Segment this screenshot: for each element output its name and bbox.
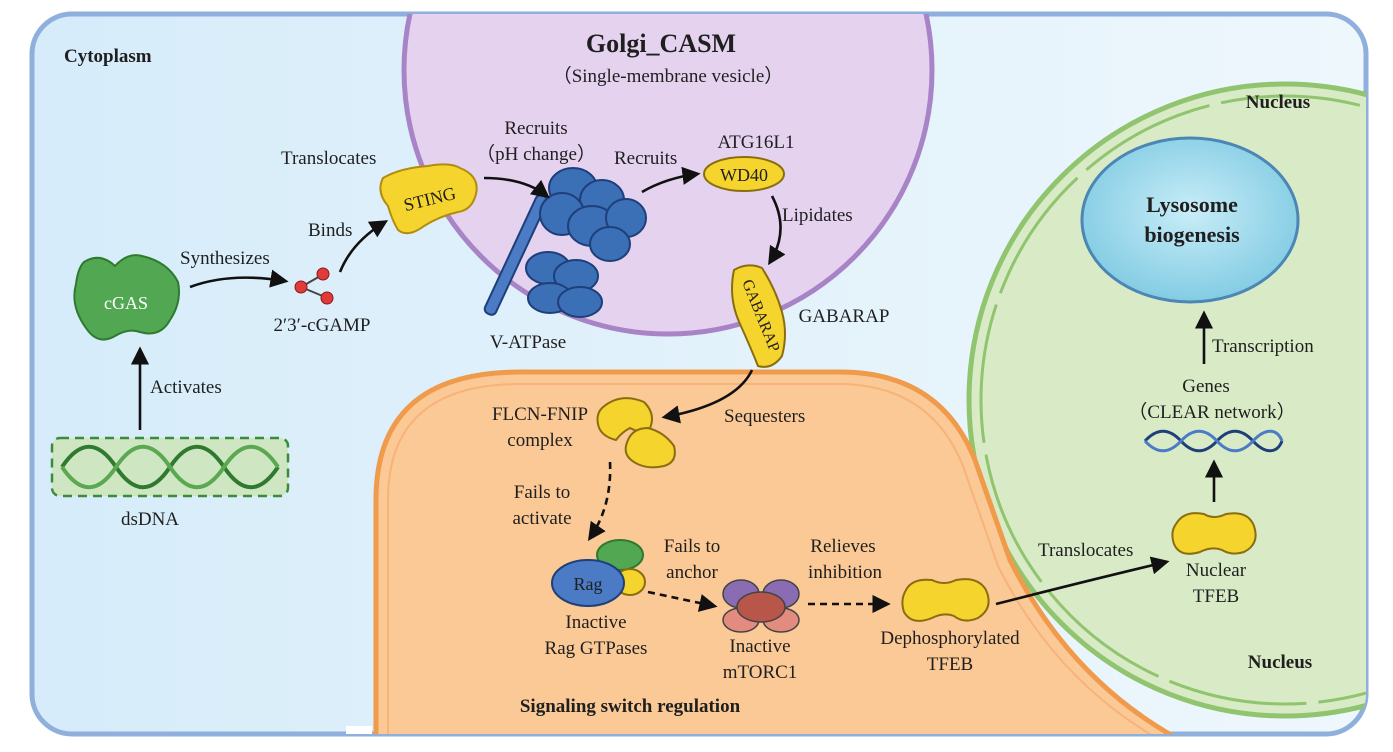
transcription-label: Transcription xyxy=(1212,336,1314,357)
vatpase-label: V-ATPase xyxy=(490,332,566,353)
mtorc1-label-line2: mTORC1 xyxy=(723,662,798,683)
arrow-sting-to-vatpase xyxy=(483,176,550,199)
signaling-region-inner xyxy=(387,383,1161,734)
rag-shape-label: Rag xyxy=(574,574,603,594)
tfeb-label-line2: TFEB xyxy=(927,654,973,675)
flcn-label-line2: complex xyxy=(507,430,573,451)
signaling-region xyxy=(373,369,1182,734)
rag-label-line1: Inactive xyxy=(565,612,626,633)
arrow-vatpase-to-atg16l1 xyxy=(641,166,701,194)
binds-label: Binds xyxy=(308,220,352,241)
synthesizes-label: Synthesizes xyxy=(180,248,270,269)
wd40-domain-icon xyxy=(703,156,785,192)
cytoplasm-label: Cytoplasm xyxy=(64,46,152,67)
nucleus-label-top: Nucleus xyxy=(1246,92,1310,113)
cgamp-label: 2′3′-cGAMP xyxy=(274,315,371,336)
v-atpase-icon xyxy=(483,167,647,318)
translocates-sting-label: Translocates xyxy=(281,148,376,169)
atg16l1-label: ATG16L1 xyxy=(717,132,794,153)
relieves-line1: Relieves xyxy=(810,536,875,557)
mtorc1-label-line1: Inactive xyxy=(729,636,790,657)
fails-activate-line2: activate xyxy=(512,508,571,529)
fails-activate-line1: Fails to xyxy=(514,482,570,503)
wd40-label: WD40 xyxy=(720,165,768,185)
recruits-vatpase-line1: Recruits xyxy=(504,118,567,139)
recruits-vatpase-line2: （pH change） xyxy=(476,143,596,165)
genes-label-line2: （CLEAR network） xyxy=(1128,401,1295,423)
flcn-fnip-complex-icon xyxy=(596,397,676,469)
cgamp-molecule-icon xyxy=(294,267,334,305)
golgi-title: Golgi_CASM xyxy=(586,29,736,58)
gabarap-label: GABARAP xyxy=(799,306,890,327)
clear-genes-dna-icon xyxy=(1143,429,1284,453)
golgi-subtitle: （Single-membrane vesicle） xyxy=(553,65,784,87)
arrow-flcn-to-rag xyxy=(587,461,612,542)
cgas-label: cGAS xyxy=(104,293,148,313)
arrow-cgamp-to-sting xyxy=(338,220,389,273)
tfeb-label-line1: Dephosphorylated xyxy=(880,628,1020,649)
dsdna-helix-icon xyxy=(60,444,280,490)
translocates-tfeb-label: Translocates xyxy=(1038,540,1133,561)
nuclear-tfeb-label-line1: Nuclear xyxy=(1186,560,1247,581)
signaling-title: Signaling switch regulation xyxy=(520,696,741,717)
fails-anchor-line2: anchor xyxy=(666,562,718,583)
sequesters-label: Sequesters xyxy=(724,406,805,427)
arrow-atg16l1-to-gabarap xyxy=(768,195,786,266)
gabarap-protein-icon xyxy=(731,264,786,368)
lipidates-label: Lipidates xyxy=(782,205,853,226)
arrow-gabarap-to-flcn xyxy=(661,369,754,424)
recruits-atg-label: Recruits xyxy=(614,148,677,169)
tfeb-nuclear-icon xyxy=(1171,512,1257,555)
genes-label-line1: Genes xyxy=(1182,376,1229,397)
tfeb-dephosphorylated-icon xyxy=(901,578,990,622)
activates-label: Activates xyxy=(150,377,222,398)
relieves-line2: inhibition xyxy=(808,562,882,583)
cgas-protein-icon xyxy=(73,254,180,341)
lysosome-label-line2: biogenesis xyxy=(1144,222,1240,247)
rag-gtpases-icon xyxy=(551,539,646,607)
nucleus-inner-envelope xyxy=(979,94,1366,706)
arrow-cgas-to-cgamp xyxy=(189,269,289,289)
dsdna-label: dsDNA xyxy=(121,509,179,530)
lysosome-label-line1: Lysosome xyxy=(1146,192,1238,217)
flcn-label-line1: FLCN-FNIP xyxy=(492,404,588,425)
arrow-tfeb-to-nucleus xyxy=(995,556,1170,606)
nucleus-label-bottom: Nucleus xyxy=(1248,652,1312,673)
nuclear-tfeb-label-line2: TFEB xyxy=(1193,586,1239,607)
mtorc1-complex-icon xyxy=(722,579,800,633)
rag-label-line2: Rag GTPases xyxy=(545,638,648,659)
fails-anchor-line1: Fails to xyxy=(664,536,720,557)
sting-protein-icon xyxy=(379,163,478,235)
lysosome xyxy=(1080,136,1300,304)
